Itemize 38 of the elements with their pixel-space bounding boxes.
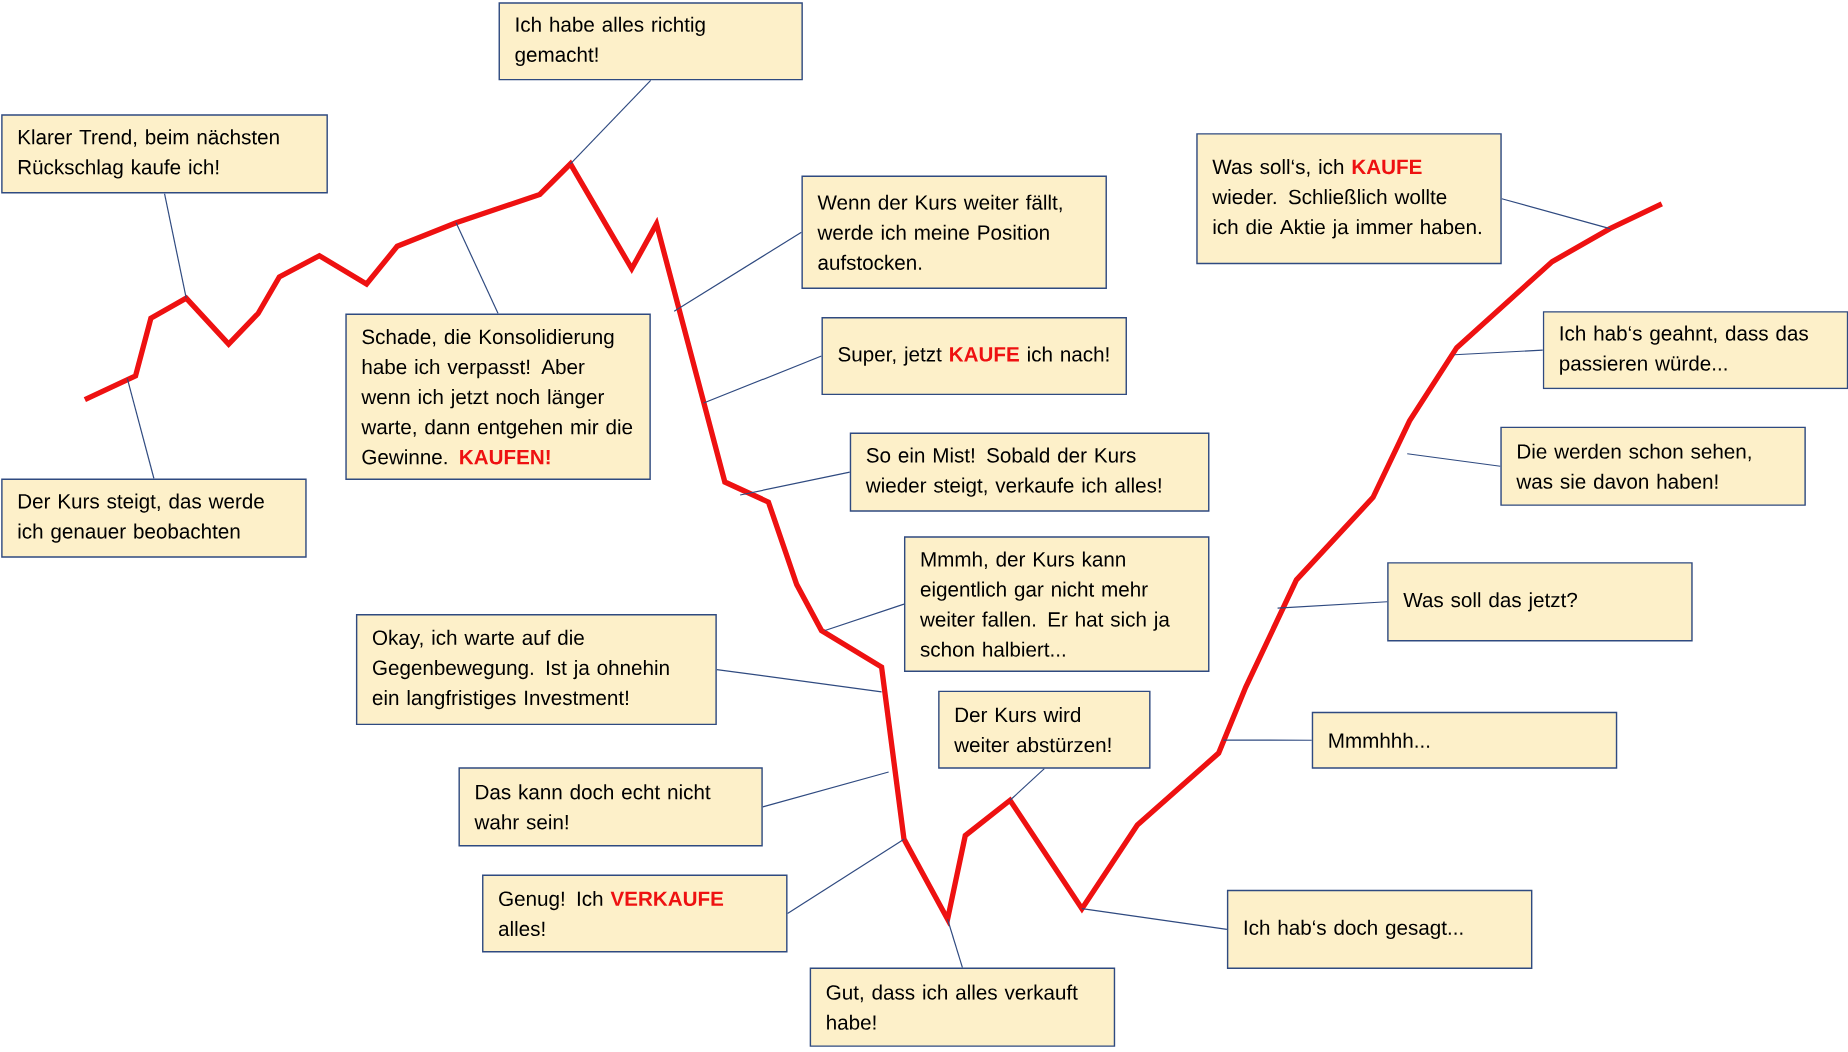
leader-line xyxy=(1277,600,1388,609)
speech-box: Genug! Ich VERKAUFE alles! xyxy=(482,874,788,953)
leader-line xyxy=(1453,349,1544,356)
speech-box: Okay, ich warte auf die Gegenbewegung. Ist ja ohnehin ein langfristiges Investment! xyxy=(355,613,717,725)
leader-line xyxy=(673,231,803,312)
leader-line xyxy=(569,79,652,165)
leader-line xyxy=(1406,452,1501,467)
speech-box: Gut, dass ich alles verkauft habe! xyxy=(809,967,1116,1047)
speech-box: Was soll‘s, ich KAUFE wieder. Schließlich wollte ich die Aktie ja immer haben. xyxy=(1196,132,1502,264)
leader-line xyxy=(716,668,883,693)
speech-box: Was soll das jetzt? xyxy=(1387,561,1693,642)
speech-box: Das kann doch echt nicht wahr sein! xyxy=(458,767,763,847)
speech-box: Der Kurs steigt, das werde ich genauer beobachten xyxy=(1,478,307,558)
speech-box: Super, jetzt KAUFE ich nach! xyxy=(821,316,1127,395)
speech-box: Der Kurs wird weiter abstürzen! xyxy=(938,690,1151,769)
speech-box: Klarer Trend, beim nächsten Rückschlag kaufe ich! xyxy=(1,114,328,194)
leader-line xyxy=(786,838,905,914)
speech-box: Mmmhhh... xyxy=(1311,711,1618,769)
speech-box: Ich habe alles richtig gemacht! xyxy=(498,2,803,81)
speech-box: Wenn der Kurs weiter fällt, werde ich meine Position aufstocken. xyxy=(801,175,1107,289)
leader-line xyxy=(1222,739,1313,741)
leader-line xyxy=(163,192,187,299)
speech-box: Ich hab‘s doch gesagt... xyxy=(1226,889,1533,969)
leader-line xyxy=(947,918,963,968)
leader-line xyxy=(762,771,890,808)
speech-box: Mmmh, der Kurs kann eigentlich gar nicht mehr weiter fallen. Er hat sich ja schon halbiert... xyxy=(903,536,1210,672)
leader-line xyxy=(1009,767,1045,801)
leader-line xyxy=(824,603,905,631)
leader-line xyxy=(455,221,499,314)
speech-box: Schade, die Konsolidierung habe ich verpasst! Aber wenn ich jetzt noch länger warte, dann entgehen mir die Gewinne. KAUFEN! xyxy=(345,313,651,480)
speech-box: Die werden schon sehen, was sie davon haben! xyxy=(1500,426,1806,506)
leader-line xyxy=(126,377,155,479)
speech-box: Ich hab‘s geahnt, dass das passieren würde... xyxy=(1542,310,1848,389)
leader-line xyxy=(1081,907,1228,930)
leader-line xyxy=(1501,197,1611,229)
speech-box: So ein Mist! Sobald der Kurs wieder steigt, verkaufe ich alles! xyxy=(849,432,1210,512)
leader-line xyxy=(703,355,823,404)
leader-line xyxy=(739,471,851,496)
